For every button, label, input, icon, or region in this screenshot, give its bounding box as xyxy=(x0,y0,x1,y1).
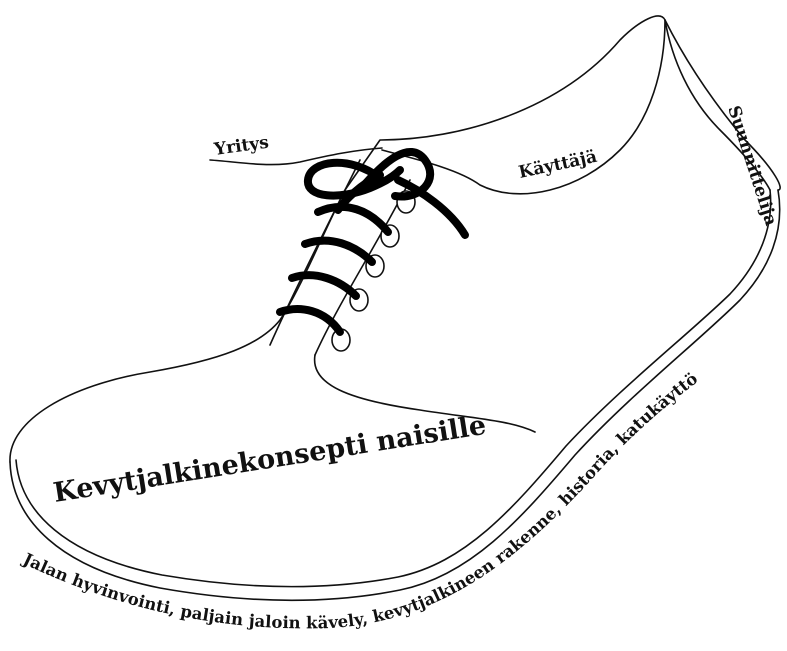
label-concept: Kevytjalkinekonsepti naisille xyxy=(51,410,488,509)
label-yritys: Yritys xyxy=(212,133,270,161)
sole-text-path: Jalan hyvinvointi, paljain jaloin kävely… xyxy=(18,369,701,633)
label-suunnittelija: Suunnittelija xyxy=(723,103,781,228)
lace-segment xyxy=(292,275,356,296)
lace-segment xyxy=(318,207,388,232)
label-kayttaja: Käyttäjä xyxy=(517,147,599,183)
lace-group xyxy=(280,152,465,332)
sole-inner-line xyxy=(16,190,771,587)
lace-segment xyxy=(280,309,340,332)
label-sole-text: Jalan hyvinvointi, paljain jaloin kävely… xyxy=(18,369,701,633)
